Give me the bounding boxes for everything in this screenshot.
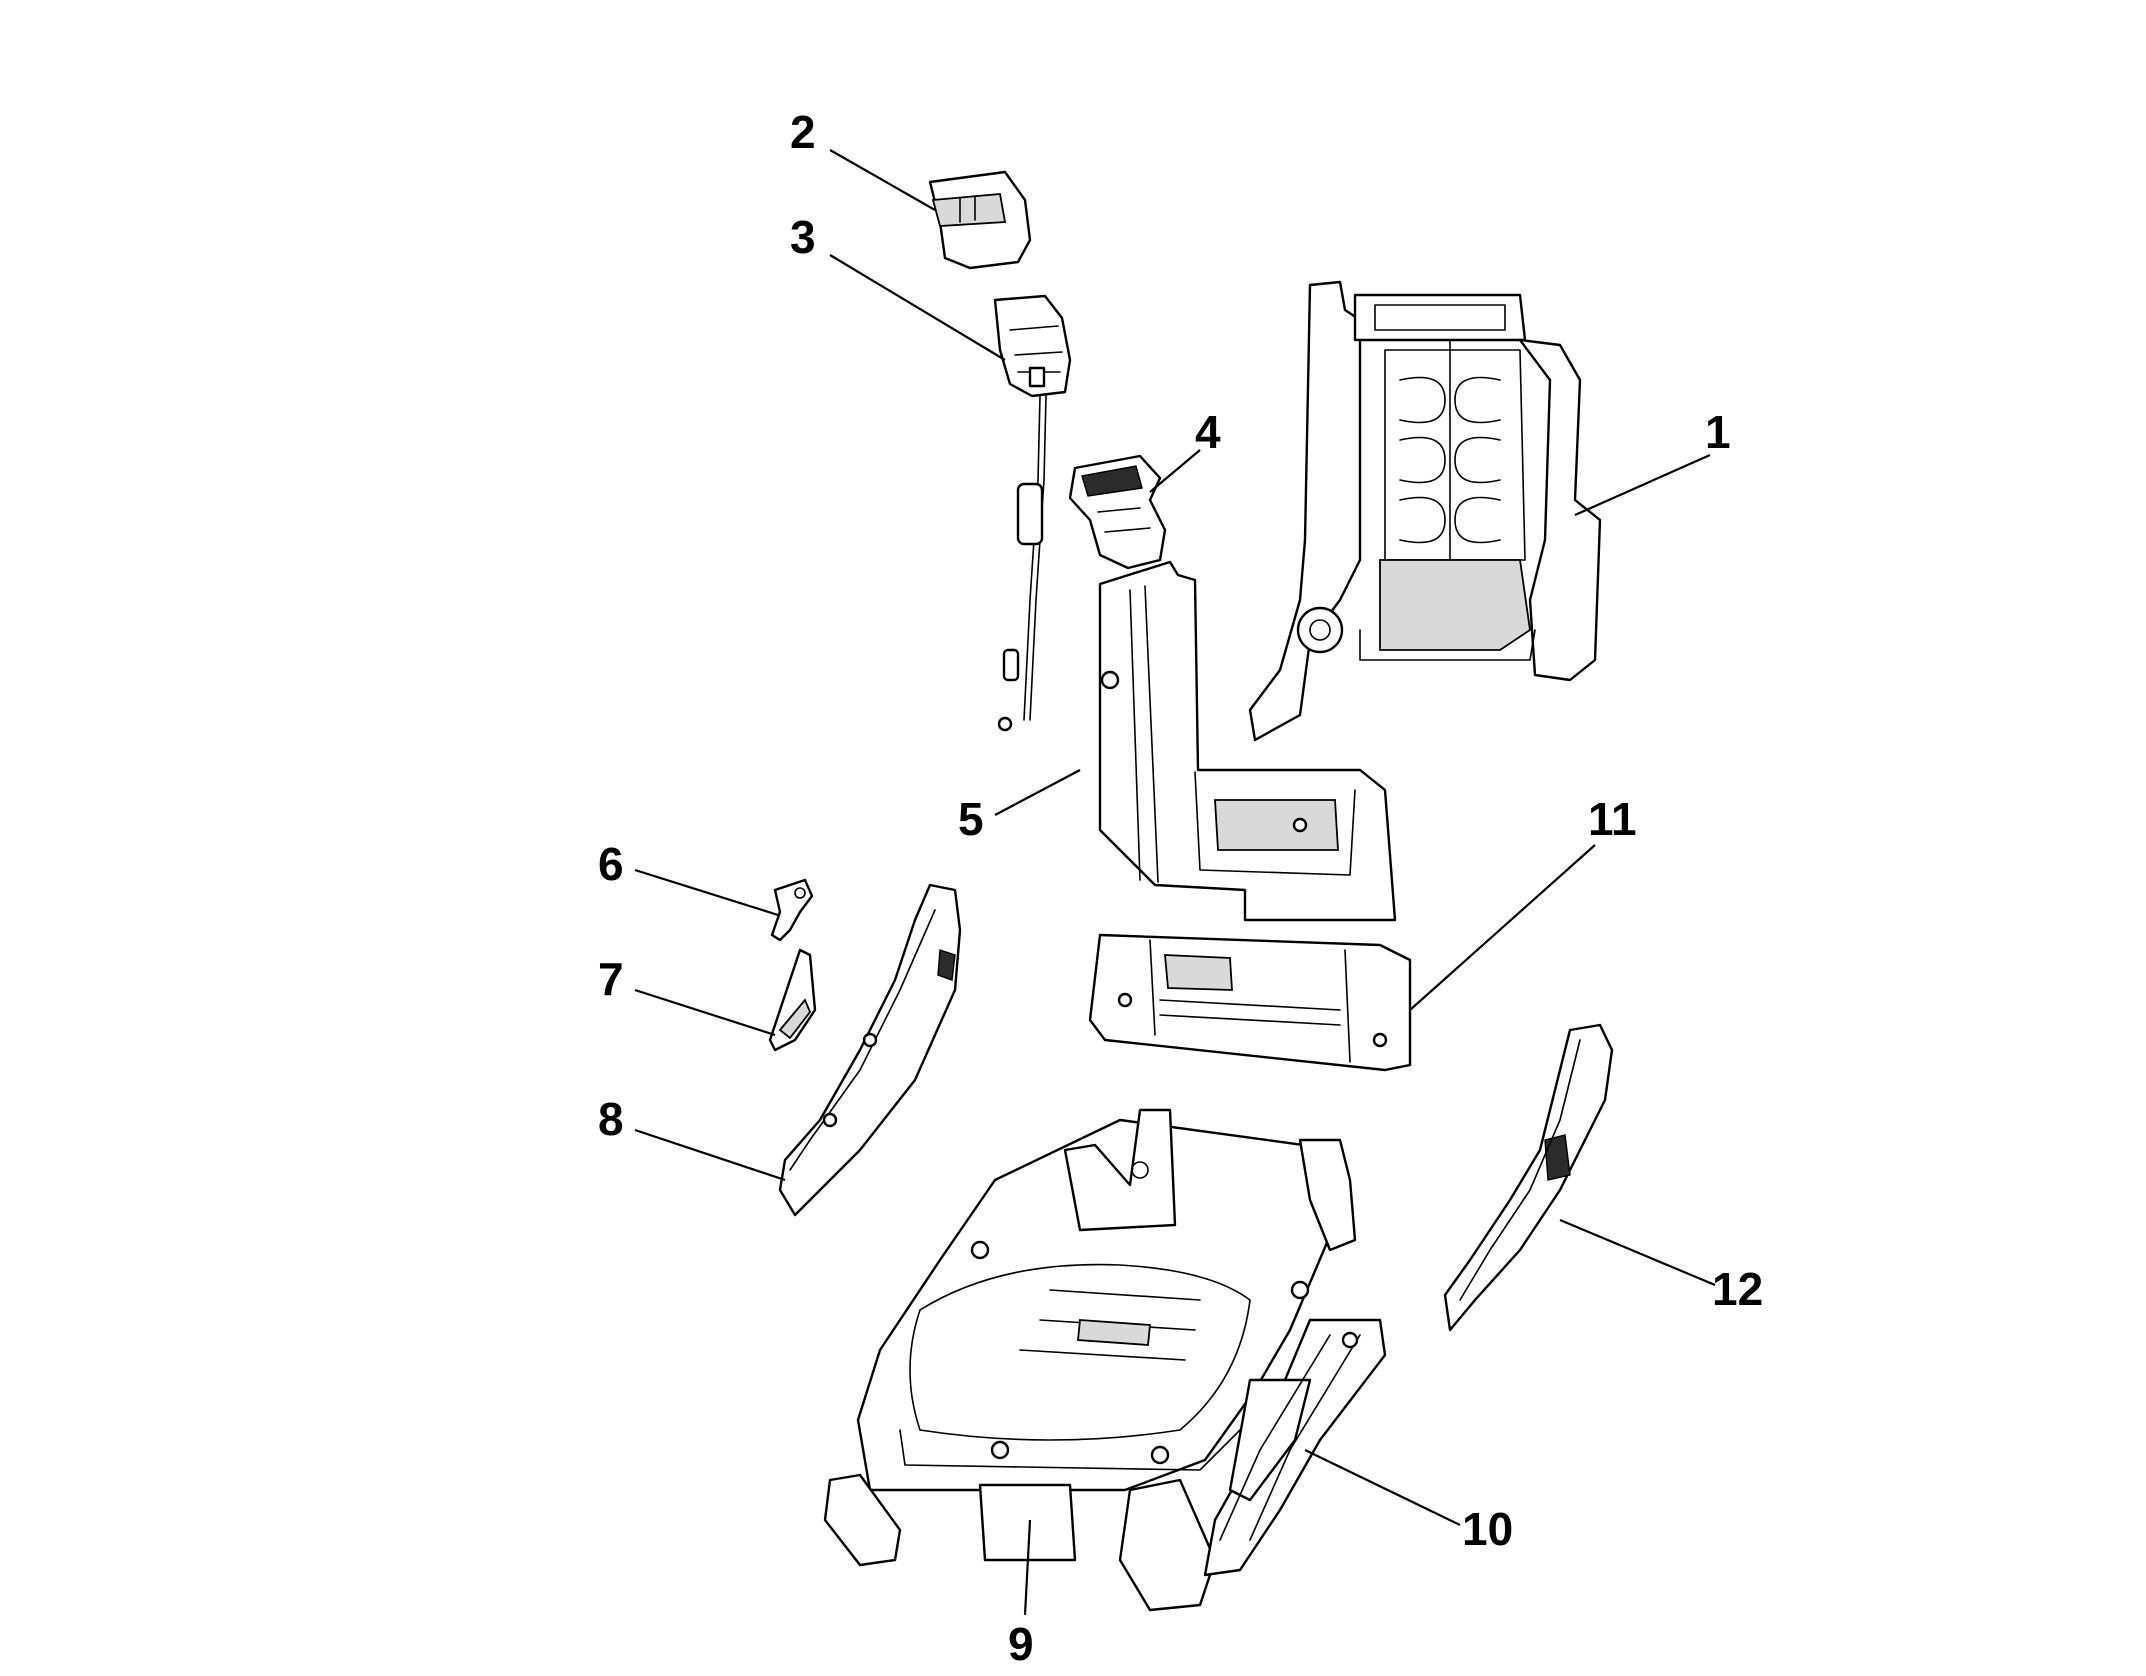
leader-10 [1304, 1449, 1461, 1526]
callout-numbers: 1 2 3 4 5 6 7 8 9 10 11 12 [598, 106, 1763, 1670]
leader-7 [634, 988, 776, 1037]
part-8-outer-side-shield [778, 883, 962, 1217]
callout-10: 10 [1462, 1503, 1513, 1555]
leader-5 [994, 769, 1081, 816]
callout-3: 3 [790, 211, 816, 263]
leader-8 [634, 1128, 786, 1182]
leader-9 [1023, 1519, 1032, 1616]
leader-4 [1149, 449, 1201, 493]
callout-12: 12 [1712, 1263, 1763, 1315]
part-11-cushion-front-panel [1088, 933, 1412, 1072]
part-3-release-handle-cable [993, 294, 1072, 732]
part-5-seatback-rear-panel [1098, 560, 1397, 922]
callout-5: 5 [958, 793, 984, 845]
part-1-seatback-frame [1248, 280, 1602, 742]
part-4-recliner-bracket [1068, 454, 1167, 570]
leader-6 [634, 868, 779, 917]
callout-11: 11 [1588, 793, 1637, 845]
callout-6: 6 [598, 838, 624, 890]
callout-1: 1 [1705, 406, 1731, 458]
part-2-headrest-guide-cap [928, 170, 1032, 270]
part-7-trim-cover [768, 948, 817, 1052]
leader-3 [829, 254, 1006, 361]
leader-1 [1574, 453, 1711, 517]
callout-9: 9 [1008, 1618, 1034, 1670]
part-10-seat-track [1203, 1318, 1387, 1577]
leader-11 [1409, 844, 1596, 1011]
leader-12 [1559, 1218, 1716, 1287]
callout-8: 8 [598, 1093, 624, 1145]
callout-2: 2 [790, 106, 816, 158]
part-6-clip [770, 878, 814, 942]
part-9-seat-cushion-frame [823, 1108, 1357, 1612]
callout-4: 4 [1195, 406, 1221, 458]
leader-2 [829, 149, 936, 211]
part-12-inner-side-shield [1443, 1023, 1614, 1332]
leader-lines [634, 149, 1716, 1616]
callout-7: 7 [598, 953, 624, 1005]
